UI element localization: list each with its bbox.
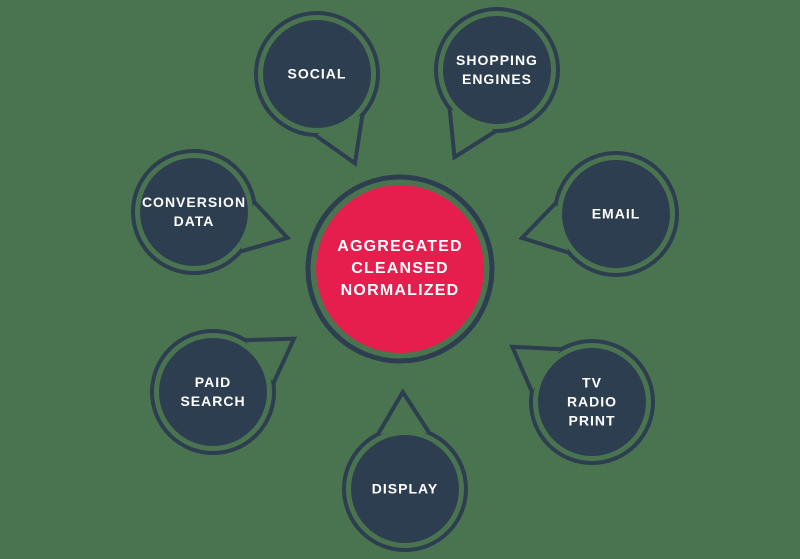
- bubble-tail-conversion-data: [239, 200, 292, 254]
- bubble-label-conversion-data: CONVERSION DATA: [141, 194, 247, 229]
- bubble-circle-email: [562, 160, 670, 268]
- bubble-label-email: EMAIL: [591, 205, 641, 222]
- bubble-ring-shopping-engines: [434, 7, 560, 133]
- bubble-ring-paid-search: [150, 329, 276, 455]
- bubble-label-paid-search: PAID SEARCH: [180, 374, 246, 409]
- center-ring: [305, 174, 495, 364]
- bubble-email: [518, 151, 679, 277]
- center-circle: [316, 185, 484, 353]
- bubble-conversion-data: [131, 149, 292, 275]
- bubble-tail-paid-search: [244, 336, 298, 385]
- bubble-tail-social: [313, 114, 365, 167]
- bubble-tail-shopping-engines: [447, 108, 497, 161]
- bubble-ring-tv-radio-print: [529, 339, 655, 465]
- bubble-display: [342, 388, 468, 552]
- bubble-circle-paid-search: [159, 338, 267, 446]
- bubble-circle-shopping-engines: [443, 16, 551, 124]
- bubble-social: [254, 11, 380, 167]
- bubble-tail-display: [376, 388, 432, 436]
- center-node-label: AGGREGATED CLEANSED NORMALIZED: [337, 238, 463, 299]
- bubble-tail-email: [518, 201, 570, 255]
- bubble-tv-radio-print: [509, 339, 655, 465]
- bubble-circle-social: [263, 20, 371, 128]
- bubble-label-display: DISPLAY: [371, 480, 439, 497]
- center-node: [305, 174, 495, 364]
- bubble-label-tv-radio-print: TV RADIO PRINT: [566, 374, 618, 429]
- bubble-tail-tv-radio-print: [509, 344, 562, 393]
- bubble-shopping-engines: [434, 7, 560, 161]
- bubble-circle-conversion-data: [140, 158, 248, 266]
- bubble-label-social: SOCIAL: [287, 65, 347, 82]
- bubble-label-shopping-engines: SHOPPING ENGINES: [456, 52, 538, 87]
- bubble-circle-display: [351, 435, 459, 543]
- bubble-circle-tv-radio-print: [538, 348, 646, 456]
- bubble-paid-search: [150, 329, 298, 455]
